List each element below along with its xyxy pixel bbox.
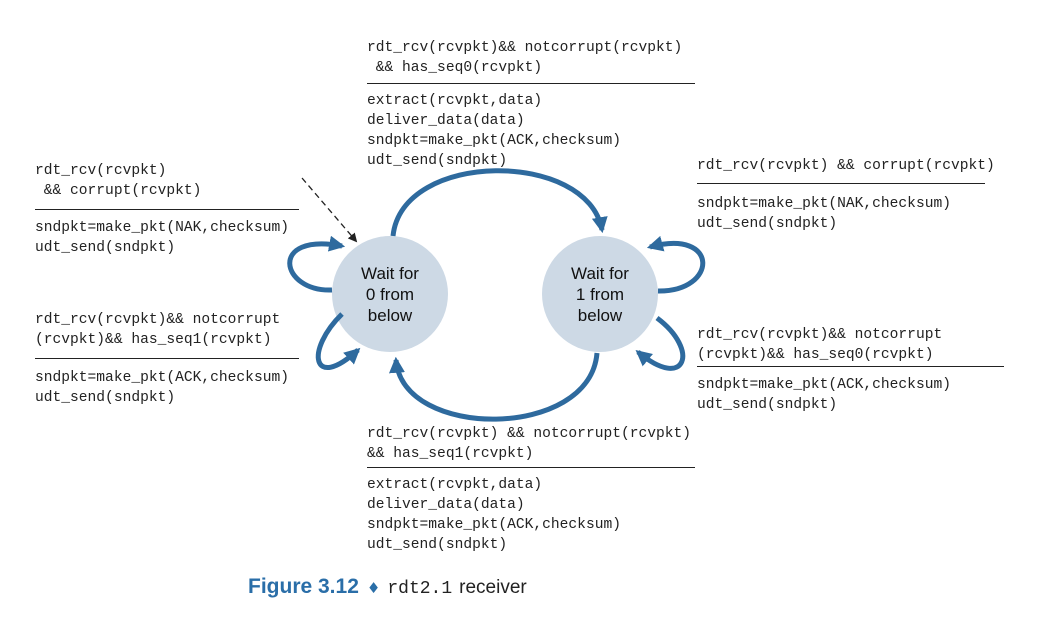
left-upper-event-line-1: rdt_rcv(rcvpkt) [35,163,167,179]
right-lower-event-line-1: rdt_rcv(rcvpkt)&& notcorrupt [697,327,943,343]
self-loop-wait1-seq0 [635,315,686,371]
bottom-action-line-2: deliver_data(data) [367,497,525,513]
state-wait-0-line-2: 0 from [365,285,415,304]
state-wait-1-line-2: 1 from [575,285,625,304]
state-wait-0-line-1: Wait for [361,264,419,283]
left-lower-divider [35,358,299,359]
bottom-action-line-3: sndpkt=make_pkt(ACK,checksum) [367,517,621,533]
arrow-wait0-to-wait1 [390,168,608,237]
initial-state-arrow [301,177,358,243]
state-wait-1-circle [542,236,658,352]
left-upper-action-line-2: udt_send(sndpkt) [35,240,176,256]
bottom-action-line-1: extract(rcvpkt,data) [367,477,543,493]
top-action-line-3: sndpkt=make_pkt(ACK,checksum) [367,133,621,149]
right-lower-event-line-2: (rcvpkt)&& has_seq0(rcvpkt) [697,347,934,363]
state-wait-0-circle [332,236,448,352]
right-upper-action-line-1: sndpkt=make_pkt(NAK,checksum) [697,196,951,212]
self-loop-wait0-seq1 [315,312,361,371]
state-wait-1-line-3: below [577,306,623,325]
diamond-separator-icon: ♦ [366,579,381,597]
right-lower-action-line-2: udt_send(sndpkt) [697,397,838,413]
bottom-transition-divider [367,467,695,468]
left-lower-event-line-1: rdt_rcv(rcvpkt)&& notcorrupt [35,312,281,328]
bottom-action-line-4: udt_send(sndpkt) [367,537,508,553]
left-lower-event-line-2: (rcvpkt)&& has_seq1(rcvpkt) [35,332,272,348]
bottom-event-line-1: rdt_rcv(rcvpkt) && notcorrupt(rcvpkt) [367,426,692,442]
state-wait-0-line-3: below [367,306,413,325]
caption-text: receiver [459,577,527,598]
left-lower-action-line-2: udt_send(sndpkt) [35,390,176,406]
bottom-event-line-2: && has_seq1(rcvpkt) [367,446,534,462]
top-action-line-2: deliver_data(data) [367,113,525,129]
right-upper-divider [697,183,985,184]
top-event-line-2: && has_seq0(rcvpkt) [367,60,543,76]
left-upper-divider [35,209,299,210]
top-action-line-1: extract(rcvpkt,data) [367,93,543,109]
arrow-wait1-to-wait0 [389,352,600,422]
state-wait-0: Wait for 0 from below [320,263,460,326]
right-upper-action-line-2: udt_send(sndpkt) [697,216,838,232]
right-upper-event-line-1: rdt_rcv(rcvpkt) && corrupt(rcvpkt) [697,158,995,174]
top-transition-divider [367,83,695,84]
left-upper-event-line-2: && corrupt(rcvpkt) [35,183,202,199]
self-loop-wait1-corrupt [646,235,706,294]
figure-number: Figure 3.12 [248,575,359,598]
right-lower-divider [697,366,1004,367]
top-action-line-4: udt_send(sndpkt) [367,153,508,169]
top-event-line-1: rdt_rcv(rcvpkt)&& notcorrupt(rcvpkt) [367,40,683,56]
left-lower-action-line-1: sndpkt=make_pkt(ACK,checksum) [35,370,289,386]
right-lower-action-line-1: sndpkt=make_pkt(ACK,checksum) [697,377,951,393]
state-wait-1-line-1: Wait for [571,264,629,283]
figure-caption: Figure 3.12 ♦ rdt2.1 receiver [248,575,527,599]
state-wait-1: Wait for 1 from below [530,263,670,326]
caption-code: rdt2.1 [387,579,453,599]
self-loop-wait0-corrupt [287,235,346,293]
left-upper-action-line-1: sndpkt=make_pkt(NAK,checksum) [35,220,289,236]
